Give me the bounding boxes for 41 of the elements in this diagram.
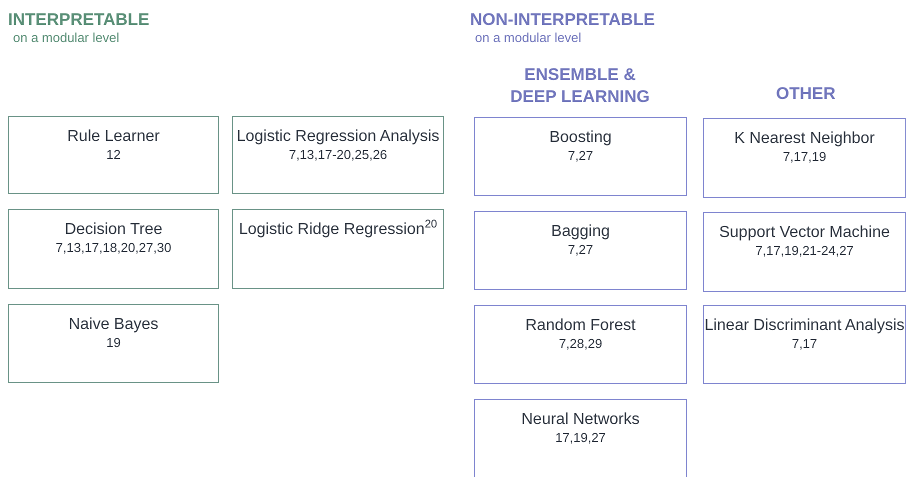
- method-box: [232, 116, 444, 194]
- method-box: [474, 305, 687, 384]
- method-name: Boosting: [549, 128, 612, 148]
- method-name: Neural Networks: [521, 410, 640, 430]
- group-heading: OTHER: [776, 84, 836, 104]
- method-box: [8, 209, 219, 289]
- section-heading: INTERPRETABLE: [8, 10, 150, 30]
- reference-numbers: 12: [106, 147, 121, 163]
- reference-numbers: 7,13,17-20,25,26: [288, 147, 388, 163]
- method-name: Logistic Ridge Regression$^{20}$: [238, 220, 438, 240]
- method-name: Rule Learner: [67, 127, 160, 147]
- method-box: [703, 305, 906, 384]
- method-box: [703, 118, 906, 198]
- method-name: Random Forest: [525, 316, 636, 336]
- group-heading: ENSEMBLE & DEEP LEARNING: [509, 64, 651, 108]
- reference-numbers: 7,28,29: [558, 336, 602, 352]
- reference-numbers: 7,13,17,18,20,27,30: [56, 240, 172, 256]
- method-name: Bagging: [551, 222, 610, 242]
- reference-numbers: 17,19,27: [555, 430, 606, 446]
- method-box: [232, 209, 444, 289]
- method-box: [474, 399, 687, 477]
- section-heading: NON-INTERPRETABLE: [470, 10, 655, 30]
- method-box: [474, 211, 687, 290]
- method-name: Linear Discriminant Analysis: [704, 316, 905, 336]
- method-name: Logistic Regression Analysis: [236, 127, 440, 147]
- method-name: K Nearest Neighbor: [734, 129, 875, 149]
- method-box: [703, 212, 906, 292]
- reference-numbers: 7,17: [792, 336, 818, 352]
- reference-numbers: 7,17,19: [782, 149, 826, 165]
- method-name: Naive Bayes: [68, 315, 158, 335]
- reference-numbers: 7,27: [568, 242, 594, 258]
- reference-numbers: 7,17,19,21-24,27: [755, 243, 854, 259]
- section-subtitle: on a modular level: [475, 30, 582, 45]
- method-box: [474, 117, 687, 196]
- reference-numbers: 7,27: [568, 148, 594, 164]
- method-box: [8, 304, 219, 383]
- method-name: Decision Tree: [64, 220, 162, 240]
- method-box: [8, 116, 219, 194]
- section-subtitle: on a modular level: [13, 30, 120, 45]
- method-name: Support Vector Machine: [719, 223, 890, 243]
- reference-numbers: 19: [106, 335, 121, 351]
